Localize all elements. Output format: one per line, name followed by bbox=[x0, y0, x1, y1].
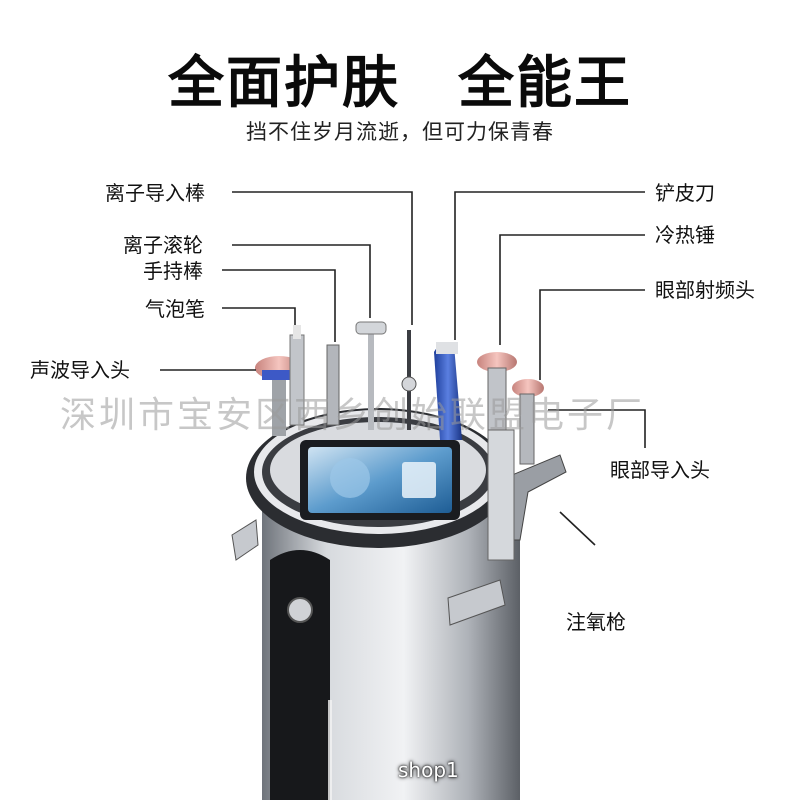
right-handle bbox=[447, 579, 506, 626]
callout-lines bbox=[160, 191, 646, 546]
label-ion-import-wand: 离子导入棒 bbox=[105, 181, 205, 205]
peeling-blade-handpiece bbox=[434, 342, 462, 440]
label-ion-roller: 离子滚轮 bbox=[123, 233, 203, 257]
label-hot-cold-hammer: 冷热锤 bbox=[655, 223, 715, 247]
subheadline: 挡不住岁月流逝，但可力保青春 bbox=[246, 120, 554, 144]
label-oxygen-gun: 注氧枪 bbox=[566, 610, 626, 634]
front-black-panel bbox=[270, 550, 332, 800]
hot-cold-hammer bbox=[477, 352, 517, 449]
left-handle bbox=[231, 519, 259, 561]
ion-import-wand bbox=[401, 330, 417, 430]
eye-rf-head bbox=[512, 379, 544, 465]
touch-screen bbox=[300, 440, 460, 520]
headline: 全面护肤 全能王 bbox=[168, 51, 632, 116]
handheld-wand bbox=[326, 344, 340, 426]
watermark-text: 深圳市宝安区西乡创始联盟电子厂 bbox=[60, 395, 646, 436]
label-sonic-import-head: 声波导入头 bbox=[30, 358, 130, 382]
bubble-pen bbox=[289, 325, 305, 426]
oxygen-spray-gun bbox=[487, 429, 567, 561]
label-eye-rf-head: 眼部射频头 bbox=[655, 278, 755, 302]
label-peeling-blade: 铲皮刀 bbox=[655, 181, 715, 205]
label-eye-import-head: 眼部导入头 bbox=[610, 458, 710, 482]
label-handheld-wand: 手持棒 bbox=[143, 259, 203, 283]
label-bubble-pen: 气泡笔 bbox=[145, 297, 205, 321]
ion-roller bbox=[355, 321, 387, 430]
shop-tag: shop1 bbox=[398, 758, 459, 782]
